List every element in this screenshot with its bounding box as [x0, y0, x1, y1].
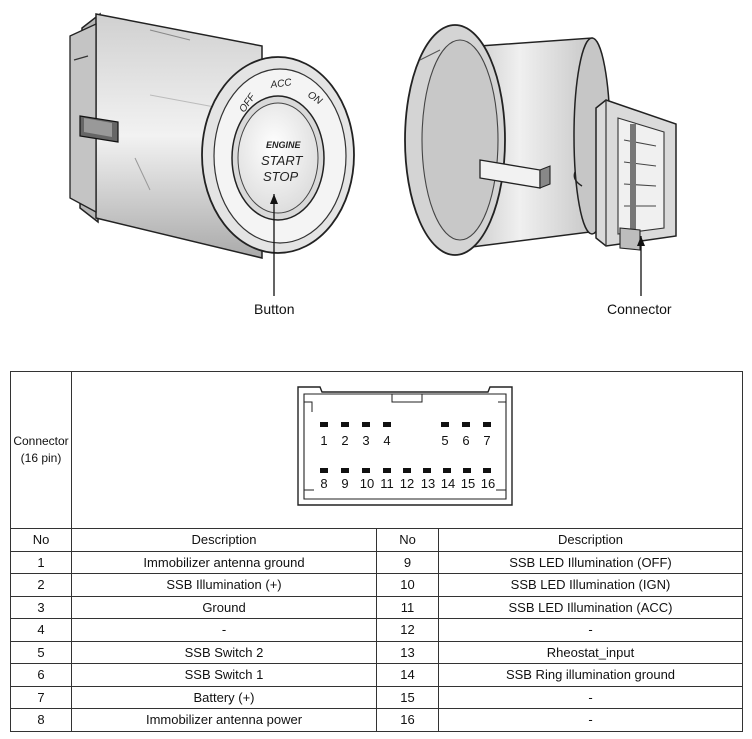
pin-number: 7 — [483, 433, 490, 448]
pin-number: 15 — [461, 476, 475, 491]
pin-no: 14 — [376, 663, 439, 687]
start-label: START — [261, 153, 303, 168]
pin-no: 13 — [376, 640, 439, 664]
pin-number: 1 — [320, 433, 327, 448]
pin-description: Immobilizer antenna ground — [71, 550, 377, 574]
start-stop-button-drawing: OFF ACC ON ENGINE START STOP — [69, 12, 355, 296]
table-row: 8 Immobilizer antenna power 16 - — [10, 708, 743, 732]
pin-description: Ground — [71, 595, 377, 619]
pin-no: 5 — [10, 640, 72, 664]
connector-label: Connector — [13, 434, 69, 448]
pin-number: 10 — [360, 476, 374, 491]
pin-number: 2 — [341, 433, 348, 448]
pin-no: 6 — [10, 663, 72, 687]
pin-number: 12 — [400, 476, 414, 491]
table-row: 4 - 12 - — [10, 618, 743, 642]
pin-number: 9 — [341, 476, 348, 491]
pin-no: 8 — [10, 708, 72, 732]
pin-no: 9 — [376, 550, 439, 574]
pin-markers-bottom — [320, 468, 491, 473]
connector-diagram-cell: 1 2 3 4 5 6 7 8 9 10 11 12 13 14 15 16 — [71, 371, 743, 529]
switch-illustrations: OFF ACC ON ENGINE START STOP — [69, 12, 677, 296]
pin-number: 11 — [380, 476, 394, 491]
connector-pin-count: (16 pin) — [20, 451, 62, 465]
pin-no: 11 — [376, 595, 439, 619]
pin-description: - — [438, 685, 743, 709]
connector-diagram-row: Connector (16 pin) — [10, 371, 743, 529]
stop-label: STOP — [263, 169, 298, 184]
pin-no: 7 — [10, 685, 72, 709]
pin-description: SSB LED Illumination (ACC) — [438, 595, 743, 619]
pin-no: 4 — [10, 618, 72, 642]
pin-description: - — [71, 618, 377, 642]
pin-no: 15 — [376, 685, 439, 709]
header-no-left: No — [10, 528, 72, 552]
pin-description: - — [438, 618, 743, 642]
table-row: 5 SSB Switch 2 13 Rheostat_input — [10, 640, 743, 664]
connector-pinout-table: Connector (16 pin) — [10, 371, 743, 732]
button-callout: Button — [254, 301, 295, 317]
connector-label-cell: Connector (16 pin) — [10, 371, 72, 529]
pin-number: 13 — [421, 476, 435, 491]
pin-description: SSB Switch 2 — [71, 640, 377, 664]
pin-number: 8 — [320, 476, 327, 491]
pin-description: SSB Illumination (+) — [71, 573, 377, 597]
pin-number: 4 — [383, 433, 390, 448]
engine-label: ENGINE — [266, 140, 302, 150]
pin-description: Battery (+) — [71, 685, 377, 709]
header-no-right: No — [376, 528, 439, 552]
table-row: 2 SSB Illumination (+) 10 SSB LED Illumi… — [10, 573, 743, 597]
pin-description: Immobilizer antenna power — [71, 708, 377, 732]
pin-description: SSB Switch 1 — [71, 663, 377, 687]
connector-rear-drawing — [404, 24, 677, 296]
pin-description: SSB LED Illumination (OFF) — [438, 550, 743, 574]
table-header-row: No Description No Description — [10, 528, 743, 552]
pin-no: 1 — [10, 550, 72, 574]
table-row: 6 SSB Switch 1 14 SSB Ring illumination … — [10, 663, 743, 687]
pin-no: 10 — [376, 573, 439, 597]
pin-number: 3 — [362, 433, 369, 448]
pin-number: 16 — [481, 476, 495, 491]
pin-description: SSB Ring illumination ground — [438, 663, 743, 687]
header-description-right: Description — [438, 528, 743, 552]
pin-number: 6 — [462, 433, 469, 448]
pin-no: 2 — [10, 573, 72, 597]
pin-no: 12 — [376, 618, 439, 642]
table-row: 1 Immobilizer antenna ground 9 SSB LED I… — [10, 550, 743, 574]
pin-no: 16 — [376, 708, 439, 732]
connector-callout: Connector — [607, 301, 672, 317]
pin-markers-top — [320, 422, 491, 427]
pin-number: 14 — [441, 476, 455, 491]
pin-no: 3 — [10, 595, 72, 619]
pin-description: SSB LED Illumination (IGN) — [438, 573, 743, 597]
pin-description: - — [438, 708, 743, 732]
connector-face-diagram: 1 2 3 4 5 6 7 8 9 10 11 12 13 14 15 16 — [297, 386, 513, 506]
table-row: 3 Ground 11 SSB LED Illumination (ACC) — [10, 595, 743, 619]
pin-description: Rheostat_input — [438, 640, 743, 664]
pin-number: 5 — [441, 433, 448, 448]
header-description-left: Description — [71, 528, 377, 552]
acc-label: ACC — [269, 77, 293, 91]
table-row: 7 Battery (+) 15 - — [10, 685, 743, 709]
